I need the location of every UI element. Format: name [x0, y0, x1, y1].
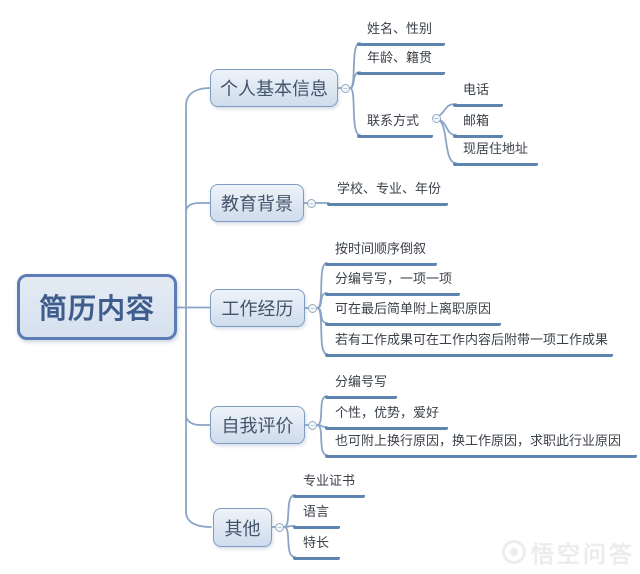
- leaf-language[interactable]: 语言: [293, 503, 340, 529]
- watermark-logo-icon: [502, 540, 526, 564]
- collapse-toggle-self-evaluation[interactable]: −: [308, 420, 317, 430]
- branch-node-personal-info[interactable]: 个人基本信息: [210, 69, 338, 107]
- root-node-resume-content[interactable]: 简历内容: [17, 274, 177, 340]
- leaf-certificates[interactable]: 专业证书: [293, 472, 365, 498]
- watermark-text: 悟空问答: [531, 541, 635, 567]
- collapse-toggle-other[interactable]: −: [275, 522, 284, 532]
- leaf-name-gender[interactable]: 姓名、性别: [357, 20, 445, 46]
- leaf-school-major-year[interactable]: 学校、专业、年份: [327, 180, 448, 206]
- leaf-contact-info[interactable]: 联系方式: [357, 112, 433, 138]
- collapse-toggle-education[interactable]: −: [307, 198, 316, 208]
- watermark: 悟空问答: [502, 537, 635, 567]
- leaf-phone[interactable]: 电话: [453, 81, 503, 107]
- collapse-toggle-personal-info[interactable]: −: [341, 83, 350, 93]
- leaf-email[interactable]: 邮箱: [453, 112, 503, 138]
- branch-node-work-experience[interactable]: 工作经历: [210, 289, 305, 327]
- collapse-toggle-contact-info[interactable]: −: [431, 113, 441, 123]
- branch-node-other[interactable]: 其他: [213, 508, 272, 547]
- branch-node-education[interactable]: 教育背景: [210, 184, 304, 222]
- leaf-reverse-chronological[interactable]: 按时间顺序倒叙: [325, 240, 437, 266]
- leaf-personality-strengths-hobbies[interactable]: 个性，优势，爱好: [325, 404, 448, 430]
- leaf-current-address[interactable]: 现居住地址: [453, 140, 538, 166]
- branch-node-self-evaluation[interactable]: 自我评价: [210, 406, 305, 444]
- leaf-age-birthplace[interactable]: 年龄、籍贯: [357, 49, 445, 75]
- leaf-leaving-reason[interactable]: 可在最后简单附上离职原因: [325, 300, 501, 326]
- leaf-career-change-reasons[interactable]: 也可附上换行原因，换工作原因，求职此行业原因: [325, 432, 637, 458]
- leaf-work-achievements[interactable]: 若有工作成果可在工作内容后附带一项工作成果: [325, 331, 613, 357]
- collapse-toggle-work-experience[interactable]: −: [308, 303, 317, 313]
- leaf-numbered[interactable]: 分编号写: [325, 373, 397, 399]
- leaf-numbered-items[interactable]: 分编号写，一项一项: [325, 270, 460, 296]
- leaf-specialty[interactable]: 特长: [293, 534, 340, 560]
